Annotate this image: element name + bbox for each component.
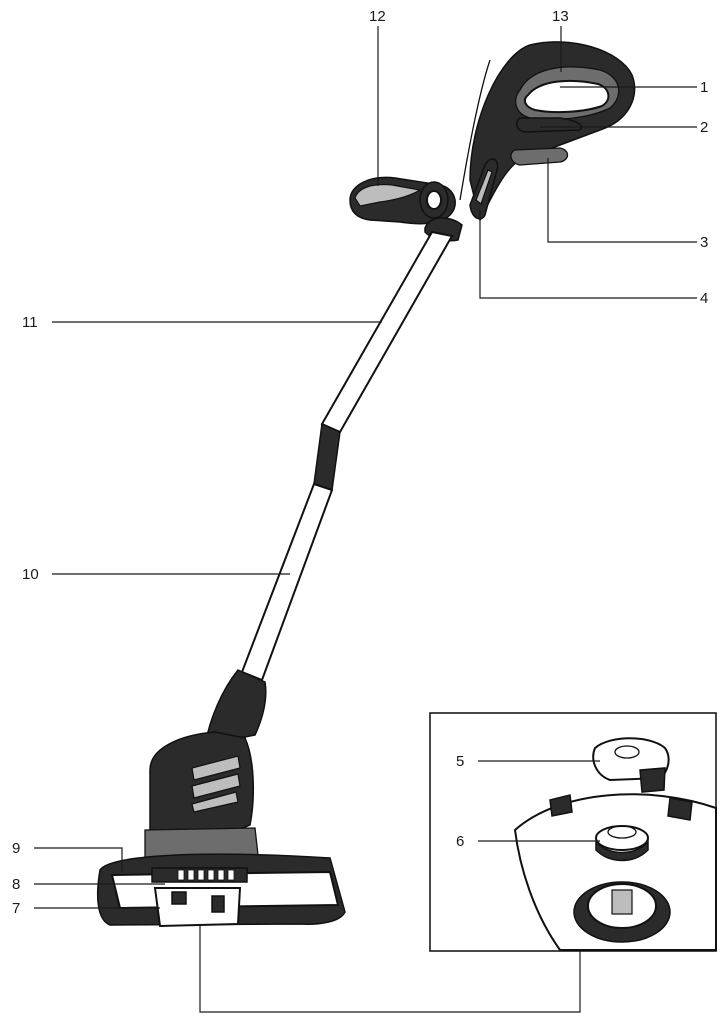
callout-7: 7 — [12, 900, 20, 917]
callout-11: 11 — [22, 314, 38, 331]
callout-10: 10 — [22, 566, 39, 583]
callout-9: 9 — [12, 840, 20, 857]
handle-assembly — [349, 41, 636, 242]
leader-lines — [34, 26, 697, 909]
callout-8: 8 — [12, 876, 20, 893]
leader-3 — [547, 158, 697, 243]
callout-5: 5 — [456, 753, 464, 770]
leader-9 — [34, 847, 123, 872]
shaft — [240, 230, 454, 682]
callout-12: 12 — [369, 8, 386, 25]
callout-labels: 1 2 3 4 5 6 7 8 9 10 11 12 13 — [12, 8, 708, 917]
inset-connector-line — [199, 926, 581, 1013]
detail-inset — [429, 712, 717, 952]
motor-head — [97, 669, 346, 928]
leader-4 — [479, 210, 697, 299]
callout-2: 2 — [700, 119, 708, 136]
callout-6: 6 — [456, 833, 464, 850]
callout-1: 1 — [700, 79, 708, 96]
callout-13: 13 — [552, 8, 569, 25]
callout-3: 3 — [700, 234, 708, 251]
callout-4: 4 — [700, 290, 708, 307]
